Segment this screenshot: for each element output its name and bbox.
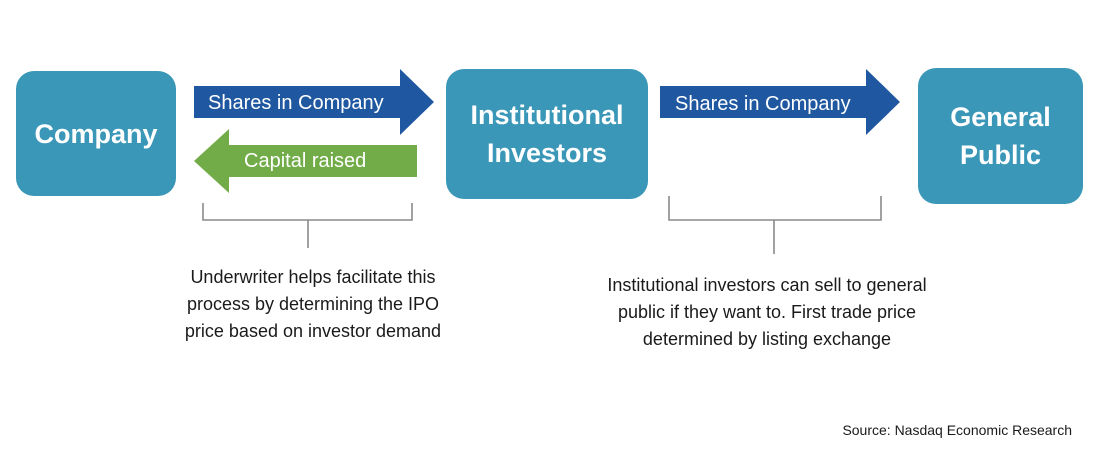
institutional-sell-note-line-3: determined by listing exchange bbox=[642, 329, 892, 349]
general-public-node: General Public bbox=[918, 68, 1083, 204]
brace-institutional-sell bbox=[668, 196, 882, 254]
shares-arrow-right-2 bbox=[660, 69, 900, 135]
underwriter-note: Underwriter helps facilitate this proces… bbox=[148, 264, 478, 345]
public-label-line-1: General bbox=[950, 102, 1051, 132]
institutional-label-line-1: Institutional bbox=[470, 100, 624, 130]
public-label-line-2: Public bbox=[959, 140, 1041, 170]
underwriter-note-line-1: Underwriter helps facilitate this bbox=[190, 267, 436, 287]
company-node: Company bbox=[16, 71, 176, 196]
capital-arrow-left bbox=[194, 129, 417, 193]
shares-arrow-label-1: Shares in Company bbox=[208, 92, 384, 114]
underwriter-note-line-3: price based on investor demand bbox=[184, 321, 442, 341]
capital-arrow-label: Capital raised bbox=[244, 150, 367, 172]
shares-arrow-right-1 bbox=[194, 69, 434, 135]
underwriter-note-line-2: process by determining the IPO bbox=[186, 294, 440, 314]
shares-arrow-label-2: Shares in Company bbox=[675, 93, 851, 115]
institutional-investors-node: Institutional Investors bbox=[446, 69, 648, 199]
company-label: Company bbox=[34, 118, 158, 149]
brace-underwriter bbox=[202, 203, 413, 248]
institutional-sell-note-line-1: Institutional investors can sell to gene… bbox=[607, 275, 927, 295]
institutional-sell-note-line-2: public if they want to. First trade pric… bbox=[617, 302, 917, 322]
source-credit: Source: Nasdaq Economic Research bbox=[842, 422, 1072, 438]
institutional-label-line-2: Investors bbox=[486, 138, 608, 168]
institutional-sell-note: Institutional investors can sell to gene… bbox=[572, 272, 962, 353]
